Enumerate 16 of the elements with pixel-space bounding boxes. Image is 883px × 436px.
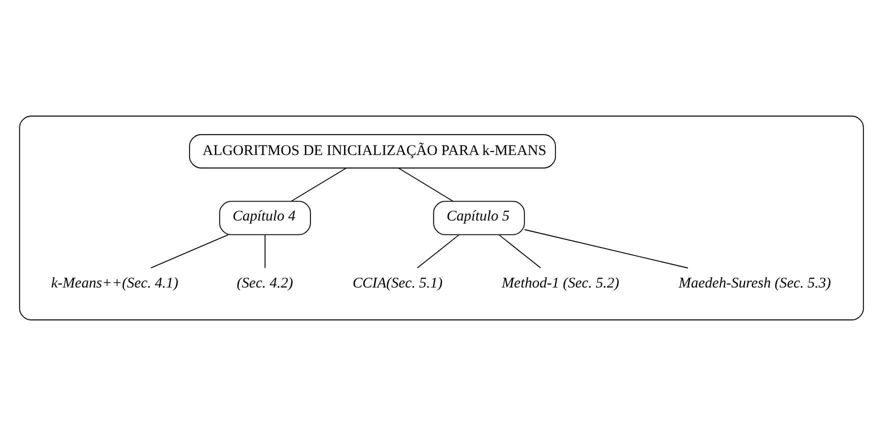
connector bbox=[498, 234, 542, 268]
cluster bbox=[19, 116, 864, 320]
connector bbox=[416, 234, 460, 268]
connector bbox=[524, 229, 688, 268]
connector bbox=[398, 168, 454, 202]
node-box: Capítulo 4 bbox=[219, 200, 311, 236]
node-text: Method-1 (Sec. 5.2) bbox=[502, 275, 620, 292]
node-text: k-Means++(Sec. 4.1) bbox=[51, 275, 178, 292]
connector bbox=[150, 234, 229, 268]
connector bbox=[290, 168, 347, 202]
node-text: Maedeh-Suresh (Sec. 5.3) bbox=[678, 275, 831, 292]
connector bbox=[264, 234, 266, 268]
node-text: CCIA(Sec. 5.1) bbox=[352, 275, 443, 292]
node-text: (Sec. 4.2) bbox=[236, 275, 294, 292]
node-box: Capítulo 5 bbox=[433, 200, 525, 236]
node-box: ALGORITMOS DE INICIALIZAÇÃO PARA k-MEANS bbox=[189, 134, 556, 168]
